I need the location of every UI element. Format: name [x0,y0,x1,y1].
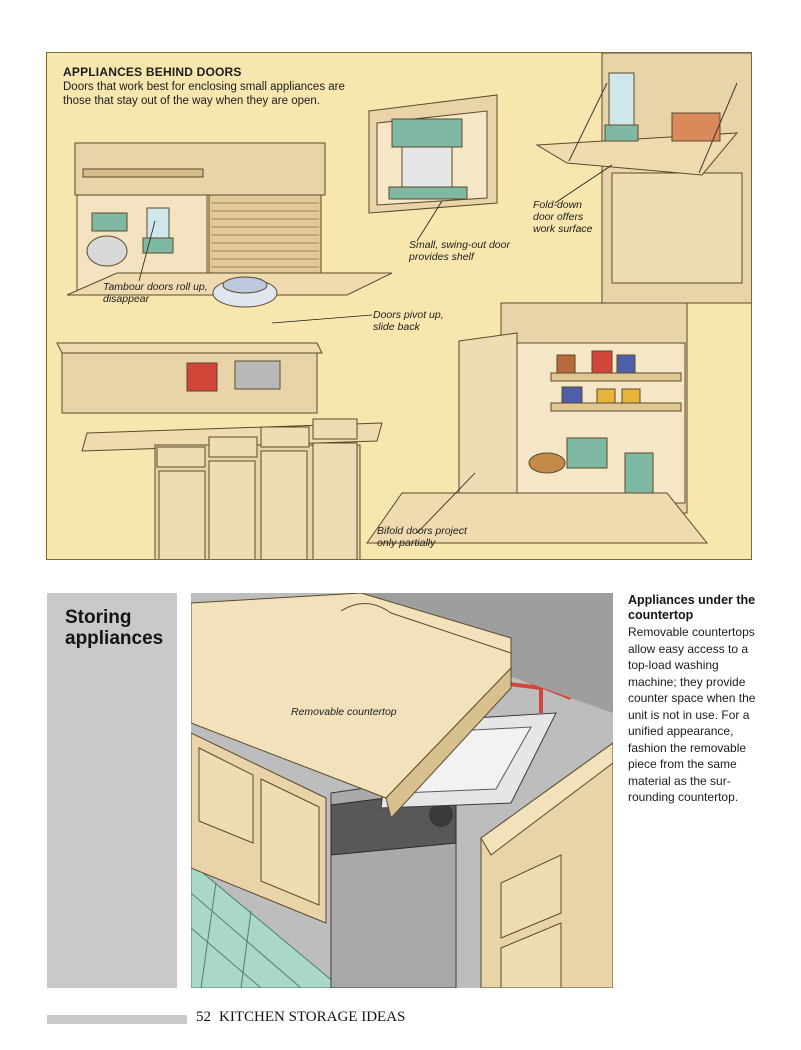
intro-paragraph: Doors that work best for enclosing small… [63,81,345,107]
subsection-body: Removable countertops allow easy access … [628,625,756,804]
section-heading: APPLIANCES BEHIND DOORS [63,65,242,79]
callout-tambour-doors: Tambour doors roll up, disappear [103,281,208,305]
subsection-heading: Appliances under the countertop [628,593,756,622]
page-footer: 52 KITCHEN STORAGE IDEAS [196,1009,405,1026]
appliances-under-countertop-text: Appliances under the countertop Removabl… [628,593,758,806]
removable-countertop-label: Removable countertop [291,706,397,718]
page-number: 52 [196,1009,211,1025]
section-title: Storing appliances [65,607,164,649]
callout-pivot-doors: Doors pivot up, slide back [373,309,444,333]
kitchen-cabinets-drawing [56,53,751,559]
callout-fold-down-door: Fold-down door offers work surface [533,199,593,235]
callout-bifold-doors: Bifold doors project only partially [377,525,467,549]
book-title: KITCHEN STORAGE IDEAS [219,1009,406,1025]
appliances-behind-doors-illustration: APPLIANCES BEHIND DOORS Doors that work … [46,52,752,560]
footer-rule [47,1015,187,1024]
callout-swing-out-door: Small, swing-out door provides shelf [409,239,510,263]
removable-countertop-illustration: Removable countertop [191,593,613,988]
washing-machine-drawing [191,593,613,988]
section-sidebar: Storing appliances [47,593,177,988]
